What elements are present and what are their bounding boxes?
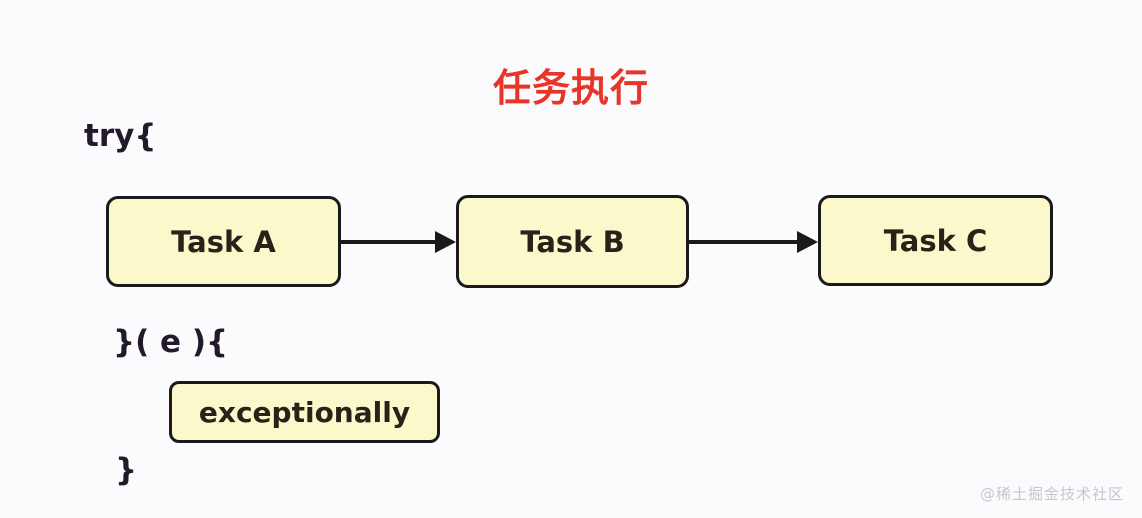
node-exceptionally: exceptionally [169,381,440,443]
code-line-close: } [115,452,138,488]
code-line-catch: }( e ){ [113,324,229,360]
page-title: 任务执行 [492,66,649,110]
node-task-a-label: Task A [171,224,276,259]
node-task-b-label: Task B [520,224,625,259]
watermark: @稀土掘金技术社区 [979,485,1124,503]
edge-task-b-to-task-c [688,231,818,253]
node-task-a: Task A [106,196,341,287]
arrowhead-icon [435,231,456,253]
node-exceptionally-label: exceptionally [198,395,411,429]
arrowhead-icon [797,231,818,253]
node-task-c: Task C [818,195,1053,286]
node-task-b: Task B [456,195,689,288]
code-line-try: try{ [84,118,157,154]
edge-task-a-to-task-b [340,231,456,253]
node-task-c-label: Task C [883,223,988,258]
